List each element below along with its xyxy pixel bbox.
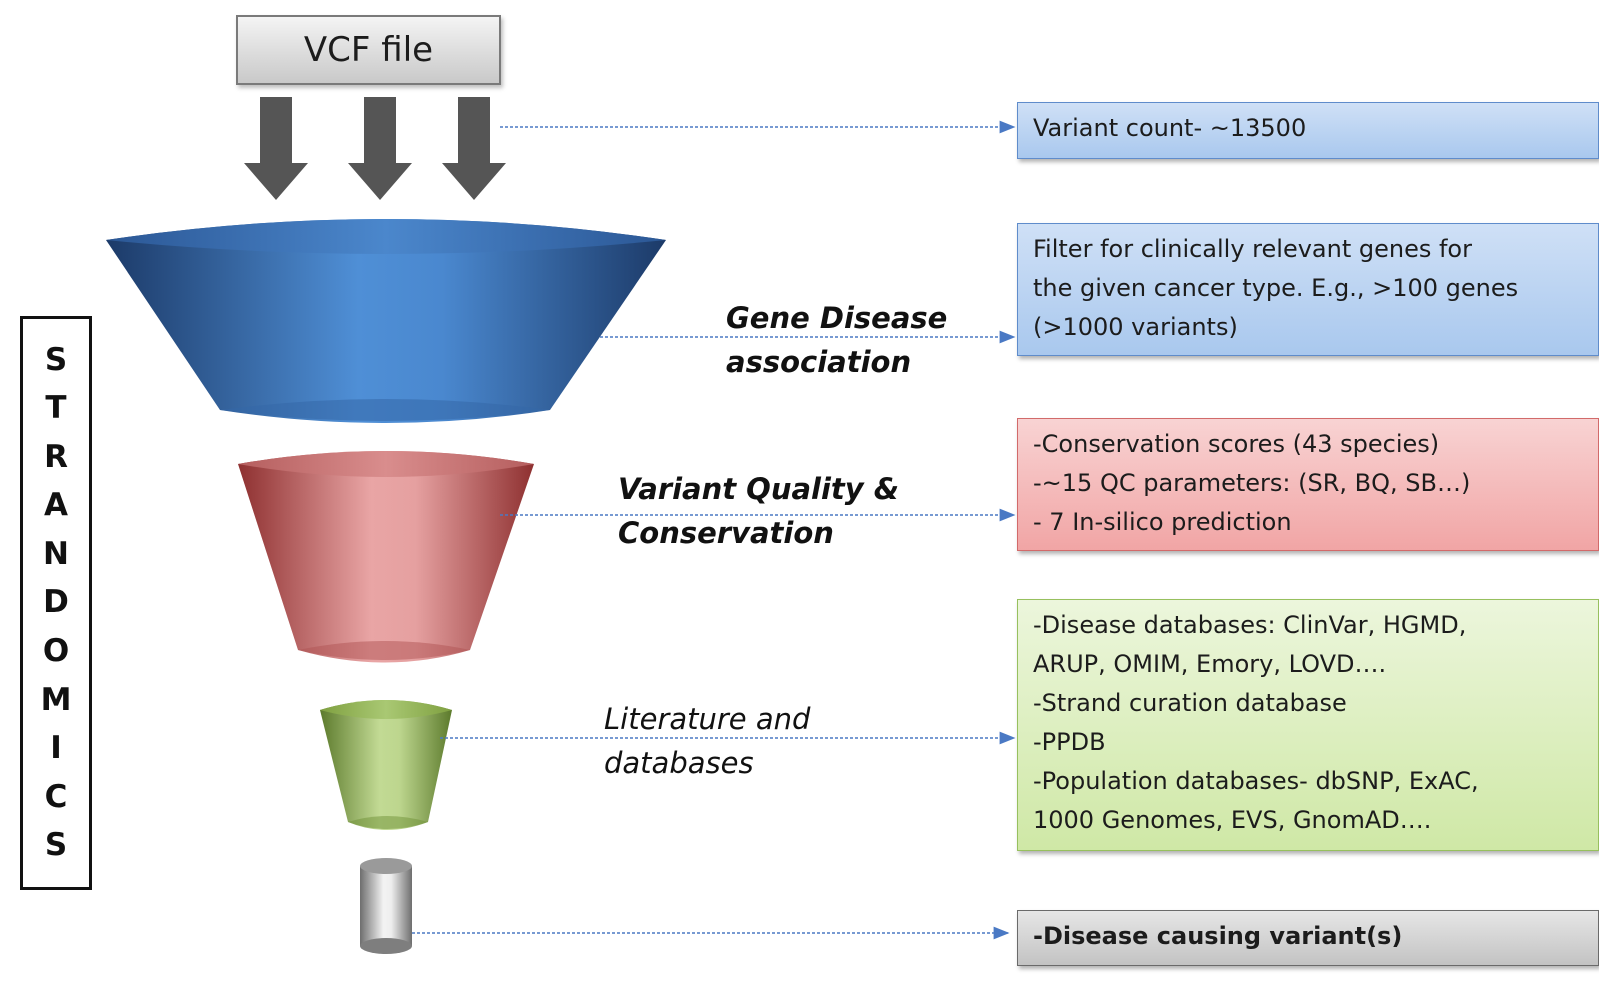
funnel-stage-literature <box>320 700 452 830</box>
quality-conservation-box: -Conservation scores (43 species) -~15 Q… <box>1017 418 1599 551</box>
funnel-stage-variant-quality <box>238 451 534 663</box>
vcf-file-box: VCF file <box>236 15 501 85</box>
stage-label-literature: Literature and databases <box>604 702 811 780</box>
strandomics-letter: M <box>40 681 72 718</box>
info-line: 1000 Genomes, EVS, GnomAD…. <box>1033 806 1432 834</box>
vcf-file-label: VCF file <box>303 30 434 70</box>
strandomics-letter: S <box>44 827 68 864</box>
connector-lines <box>412 120 1016 940</box>
info-line: -PPDB <box>1033 728 1106 756</box>
stage-label-variant-quality: Variant Quality & Conservation <box>618 472 900 550</box>
info-line: Filter for clinically relevant genes for <box>1033 235 1472 263</box>
funnel-stage-gene-disease <box>106 219 666 423</box>
result-box: -Disease causing variant(s) <box>1017 910 1599 966</box>
info-line: the given cancer type. E.g., >100 genes <box>1033 274 1519 302</box>
down-arrow-icon <box>244 97 308 200</box>
down-arrow-icon <box>348 97 412 200</box>
info-line: Variant count- ~13500 <box>1033 114 1307 142</box>
stage-label-gene-disease: Gene Disease association <box>726 301 948 379</box>
info-line: -Conservation scores (43 species) <box>1033 430 1440 458</box>
strandomics-letter: T <box>45 390 67 427</box>
down-arrow-icon <box>442 97 506 200</box>
strandomics-letter: A <box>44 487 68 524</box>
info-line: ARUP, OMIM, Emory, LOVD…. <box>1033 650 1387 678</box>
input-arrows <box>244 97 506 200</box>
strandomics-letter: D <box>43 584 69 621</box>
info-line: (>1000 variants) <box>1033 313 1238 341</box>
info-line: -Strand curation database <box>1033 689 1347 717</box>
result-cylinder <box>360 858 412 954</box>
strandomics-letter: I <box>50 730 62 767</box>
info-line: -Population databases- dbSNP, ExAC, <box>1033 767 1479 795</box>
strandomics-letter: O <box>42 633 70 670</box>
variant-count-box: Variant count- ~13500 <box>1017 102 1599 159</box>
strandomics-letter: S <box>44 341 68 378</box>
strandomics-letter: C <box>44 778 68 815</box>
info-line: -~15 QC parameters: (SR, BQ, SB…) <box>1033 469 1471 497</box>
strandomics-letter: N <box>43 535 69 572</box>
gene-filter-box: Filter for clinically relevant genes for… <box>1017 223 1599 356</box>
info-line: - 7 In-silico prediction <box>1033 508 1292 536</box>
strandomics-letter: R <box>44 438 68 475</box>
info-line: -Disease databases: ClinVar, HGMD, <box>1033 611 1467 639</box>
literature-databases-box: -Disease databases: ClinVar, HGMD, ARUP,… <box>1017 599 1599 851</box>
info-line: -Disease causing variant(s) <box>1033 922 1403 950</box>
